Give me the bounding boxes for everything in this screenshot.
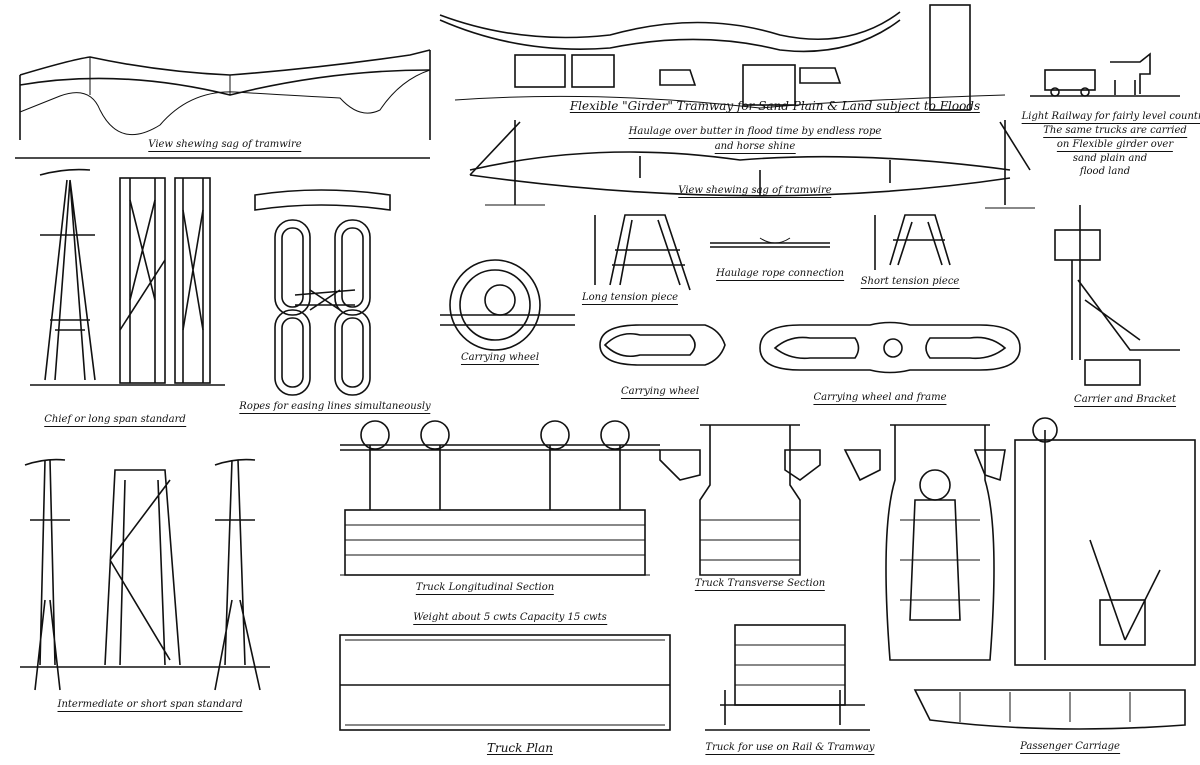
intermediate-standards: [20, 458, 270, 691]
caption-truck-plan: Truck Plan: [486, 741, 554, 755]
truck-plan: [339, 634, 671, 731]
caption-light-rail-5: flood land: [1079, 166, 1131, 177]
carrying-wheels-frames: [599, 321, 1021, 374]
sag-view-center: [469, 120, 1035, 209]
sag-view-left: [19, 49, 431, 140]
truck-longitudinal: [340, 420, 660, 576]
caption-intermediate-standard: Intermediate or short span standard: [57, 699, 243, 712]
caption-light-rail-1: Light Railway for fairly level country: [1021, 111, 1200, 124]
passenger-carriage-plan: [913, 689, 1186, 730]
truck-transverse: [659, 424, 821, 576]
chief-standards: [30, 168, 225, 386]
caption-sag-center: View shewing sag of tramwire: [678, 185, 832, 198]
passenger-carriage-section: [843, 417, 1196, 666]
caption-haulage-2: and horse shine: [714, 141, 796, 154]
caption-light-rail-2: The same trucks are carried: [1043, 125, 1187, 138]
caption-light-rail-3: on Flexible girder over: [1056, 139, 1174, 152]
caption-ropes: Ropes for easing lines simultaneously: [239, 401, 431, 414]
caption-light-rail-4: sand plain and: [1072, 153, 1148, 164]
caption-long-tension: Long tension piece: [581, 292, 679, 305]
wheel-and-tension-pieces: [440, 214, 951, 351]
caption-passenger-carriage: Passenger Carriage: [1020, 741, 1120, 754]
caption-short-tension: Short tension piece: [860, 276, 960, 289]
caption-carrier-bracket: Carrier and Bracket: [1074, 394, 1176, 407]
caption-main-title: Flexible "Girder" Tramway for Sand Plain…: [569, 99, 981, 113]
caption-haulage-connection: Haulage rope connection: [716, 268, 844, 281]
caption-sag-left: View shewing sag of tramwire: [148, 139, 302, 152]
truck-rail: [705, 624, 870, 731]
caption-carrying-wheel-2: Carrying wheel: [620, 386, 700, 399]
caption-haulage-1: Haulage over butter in flood time by end…: [628, 126, 882, 139]
carrier-bracket: [1054, 205, 1180, 386]
caption-chief-standard: Chief or long span standard: [44, 414, 186, 427]
caption-carrying-wheel-frame: Carrying wheel and frame: [813, 392, 947, 405]
caption-truck-transverse: Truck Transverse Section: [694, 578, 826, 591]
caption-carrying-wheel-1: Carrying wheel: [460, 352, 540, 365]
caption-truck-longitudinal: Truck Longitudinal Section: [415, 582, 555, 595]
caption-truck-rail: Truck for use on Rail & Tramway: [705, 742, 875, 755]
tramway-elevation: [439, 4, 1180, 111]
rope-links: [254, 189, 391, 396]
caption-weight: Weight about 5 cwts Capacity 15 cwts: [413, 612, 607, 625]
